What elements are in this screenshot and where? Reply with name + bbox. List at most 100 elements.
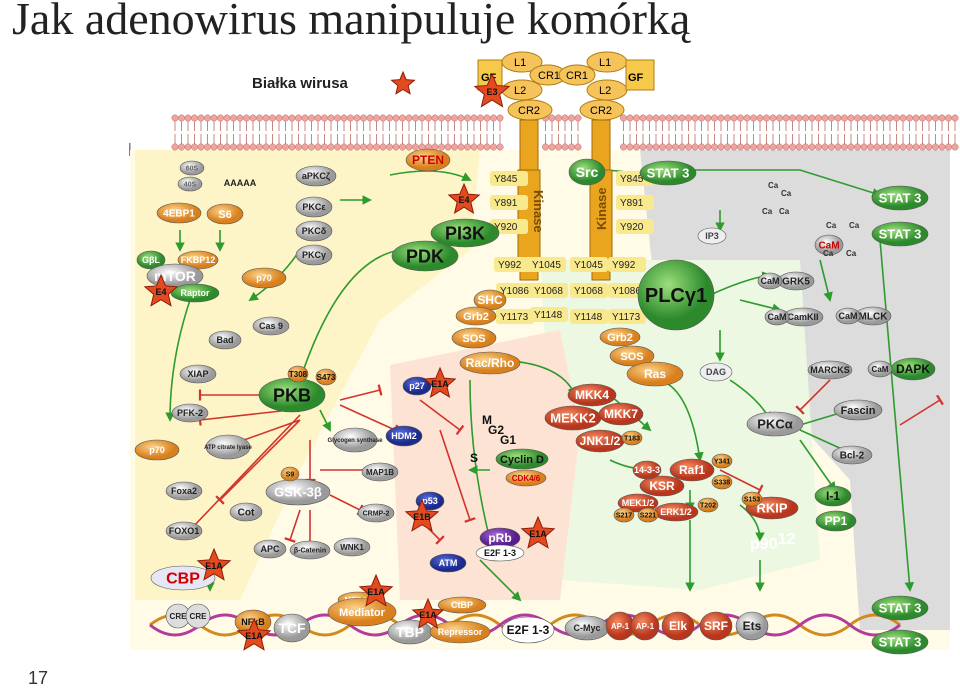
node-p-s153: S153 (741, 491, 763, 507)
node-pkce: PKCε (295, 196, 333, 218)
node-label-cam-camkii: CaM (767, 312, 786, 322)
node-p-s9: S9 (280, 466, 300, 482)
node-label-cam: CaM (818, 241, 839, 252)
ca-ion-6: Ca (823, 249, 834, 258)
node-apkc: aPKCζ (295, 165, 337, 187)
svg-text:CR1: CR1 (538, 70, 560, 82)
node-label-gsk3b: GSK-3β (274, 485, 322, 500)
node-label-pten: PTEN (412, 153, 444, 167)
node-label-foxo1: FOXO1 (169, 526, 200, 536)
edge-35 (469, 379, 493, 542)
edge-5 (198, 409, 291, 426)
node-cam-grk5: CaM (757, 272, 783, 290)
egf-receptor: GF L1 CR1 L2 CR2 CR1 L1 L2 CR2 GF Kinase… (477, 51, 655, 281)
node-ip3: IP3 (697, 227, 727, 245)
virus-star-e1a-cbp: E1A (196, 547, 232, 581)
svg-text:E4: E4 (458, 195, 469, 205)
node-dapk: DAPK (890, 357, 936, 381)
svg-text:E4: E4 (155, 287, 166, 297)
svg-text:E1A: E1A (419, 610, 437, 620)
edge-37 (439, 429, 476, 523)
node-bcl2: Bcl-2 (831, 445, 873, 465)
node-e2f13-dna: E2F 1-3 (501, 616, 555, 644)
node-label-stat3-tr1: STAT 3 (879, 191, 922, 206)
svg-text:CR1: CR1 (566, 70, 588, 82)
edge-7 (215, 419, 301, 505)
node-ras: Ras (626, 361, 684, 387)
node-label-p1433: 14-3-3 (634, 465, 660, 475)
slide-title: Jak adenowirus manipuluje komórką (12, 0, 691, 44)
node-gsk3b: GSK-3β (265, 478, 331, 506)
node-label-erk12: ERK1/2 (660, 507, 692, 517)
node-label-stat3-nuc1: STAT 3 (879, 601, 922, 616)
node-label-p70s6k: p70 (256, 273, 272, 283)
node-repressor: Repressor (429, 620, 491, 644)
node-cdk46: CDK4/6 (505, 469, 547, 487)
virus-star-e4-mtor: E4 (143, 273, 179, 307)
node-grb2-r: Grb2 (599, 327, 641, 347)
node-jnk: JNK1/2 (575, 429, 625, 453)
node-mekk2: MEKK2 (544, 405, 602, 431)
node-label-mlck: MLCK (859, 312, 889, 323)
node-label-repressor: Repressor (438, 627, 483, 637)
node-label-ksr: KSR (649, 479, 675, 493)
node-prb: pRb (479, 527, 521, 549)
node-cam-mlck: CaM (835, 307, 861, 325)
svg-text:GF: GF (628, 72, 644, 84)
edge-13 (284, 509, 301, 543)
node-cbp-repressor: CtBP (437, 596, 487, 614)
svg-text:E1A: E1A (367, 587, 385, 597)
node-label-pkcd: PKCδ (302, 226, 327, 236)
node-p-s217: S217 (613, 507, 635, 523)
node-bad: Bad (208, 330, 242, 350)
node-label-ip3: IP3 (705, 231, 719, 241)
node-glycogen: Glycogen synthase (327, 427, 383, 453)
node-label-hdm2: HDM2 (391, 431, 417, 441)
site-right-label-3: Y1045 (574, 260, 603, 271)
node-label-stat3: STAT 3 (647, 166, 690, 181)
svg-text:E1A: E1A (205, 561, 223, 571)
node-label-mediator: Mediator (339, 607, 386, 619)
node-label-cam-mlck: CaM (838, 311, 857, 321)
node-label-apc: APC (260, 544, 280, 554)
node-label-sos-r: SOS (620, 351, 643, 363)
node-label-cot: Cot (238, 508, 255, 519)
node-label-ras: Ras (644, 367, 666, 381)
site-right-6 (608, 283, 646, 298)
site-right-label-2: Y920 (620, 222, 644, 233)
ca-ion-4: Ca (826, 221, 837, 230)
node-label-p-jnk: T183 (624, 435, 640, 442)
node-plc: PLCγ1 (637, 259, 715, 331)
node-label-s40: 40S (184, 181, 197, 188)
node-ap1a: AP-1 (605, 611, 635, 641)
node-label-stat3-nuc2: STAT 3 (879, 635, 922, 650)
node-ap1b: AP-1 (630, 611, 660, 641)
edge-50 (389, 170, 472, 181)
svg-text:E1B: E1B (413, 512, 431, 522)
site-left-label-2: Y920 (494, 222, 518, 233)
node-label-gbl: GβL (142, 255, 160, 265)
node-label-pfk2: PFK-2 (177, 408, 203, 418)
edge-15 (329, 494, 364, 516)
node-pkcd: PKCδ (295, 220, 333, 242)
site-left-4 (528, 257, 566, 272)
node-dag: DAG (699, 362, 733, 382)
node-cbp: CBP (150, 565, 216, 591)
site-left-8 (530, 307, 568, 322)
node-label-ets: Ets (743, 619, 762, 633)
node-label-p-s153: S153 (744, 496, 760, 503)
node-label-cbp-repressor: CtBP (451, 600, 473, 610)
node-marcks: MARCKS (807, 360, 853, 380)
site-right-5 (570, 283, 608, 298)
node-p-t202: T202 (697, 497, 719, 513)
svg-text:L2: L2 (514, 85, 526, 97)
node-label-aaaaa: AAAAA (224, 178, 257, 188)
node-cas9: Cas 9 (252, 316, 290, 336)
site-left-1 (490, 195, 528, 210)
ca-ion-1: Ca (781, 189, 792, 198)
site-right-label-6: Y1086 (612, 286, 641, 297)
node-label-ap1a: AP-1 (611, 622, 630, 631)
node-ksr: KSR (639, 475, 685, 497)
